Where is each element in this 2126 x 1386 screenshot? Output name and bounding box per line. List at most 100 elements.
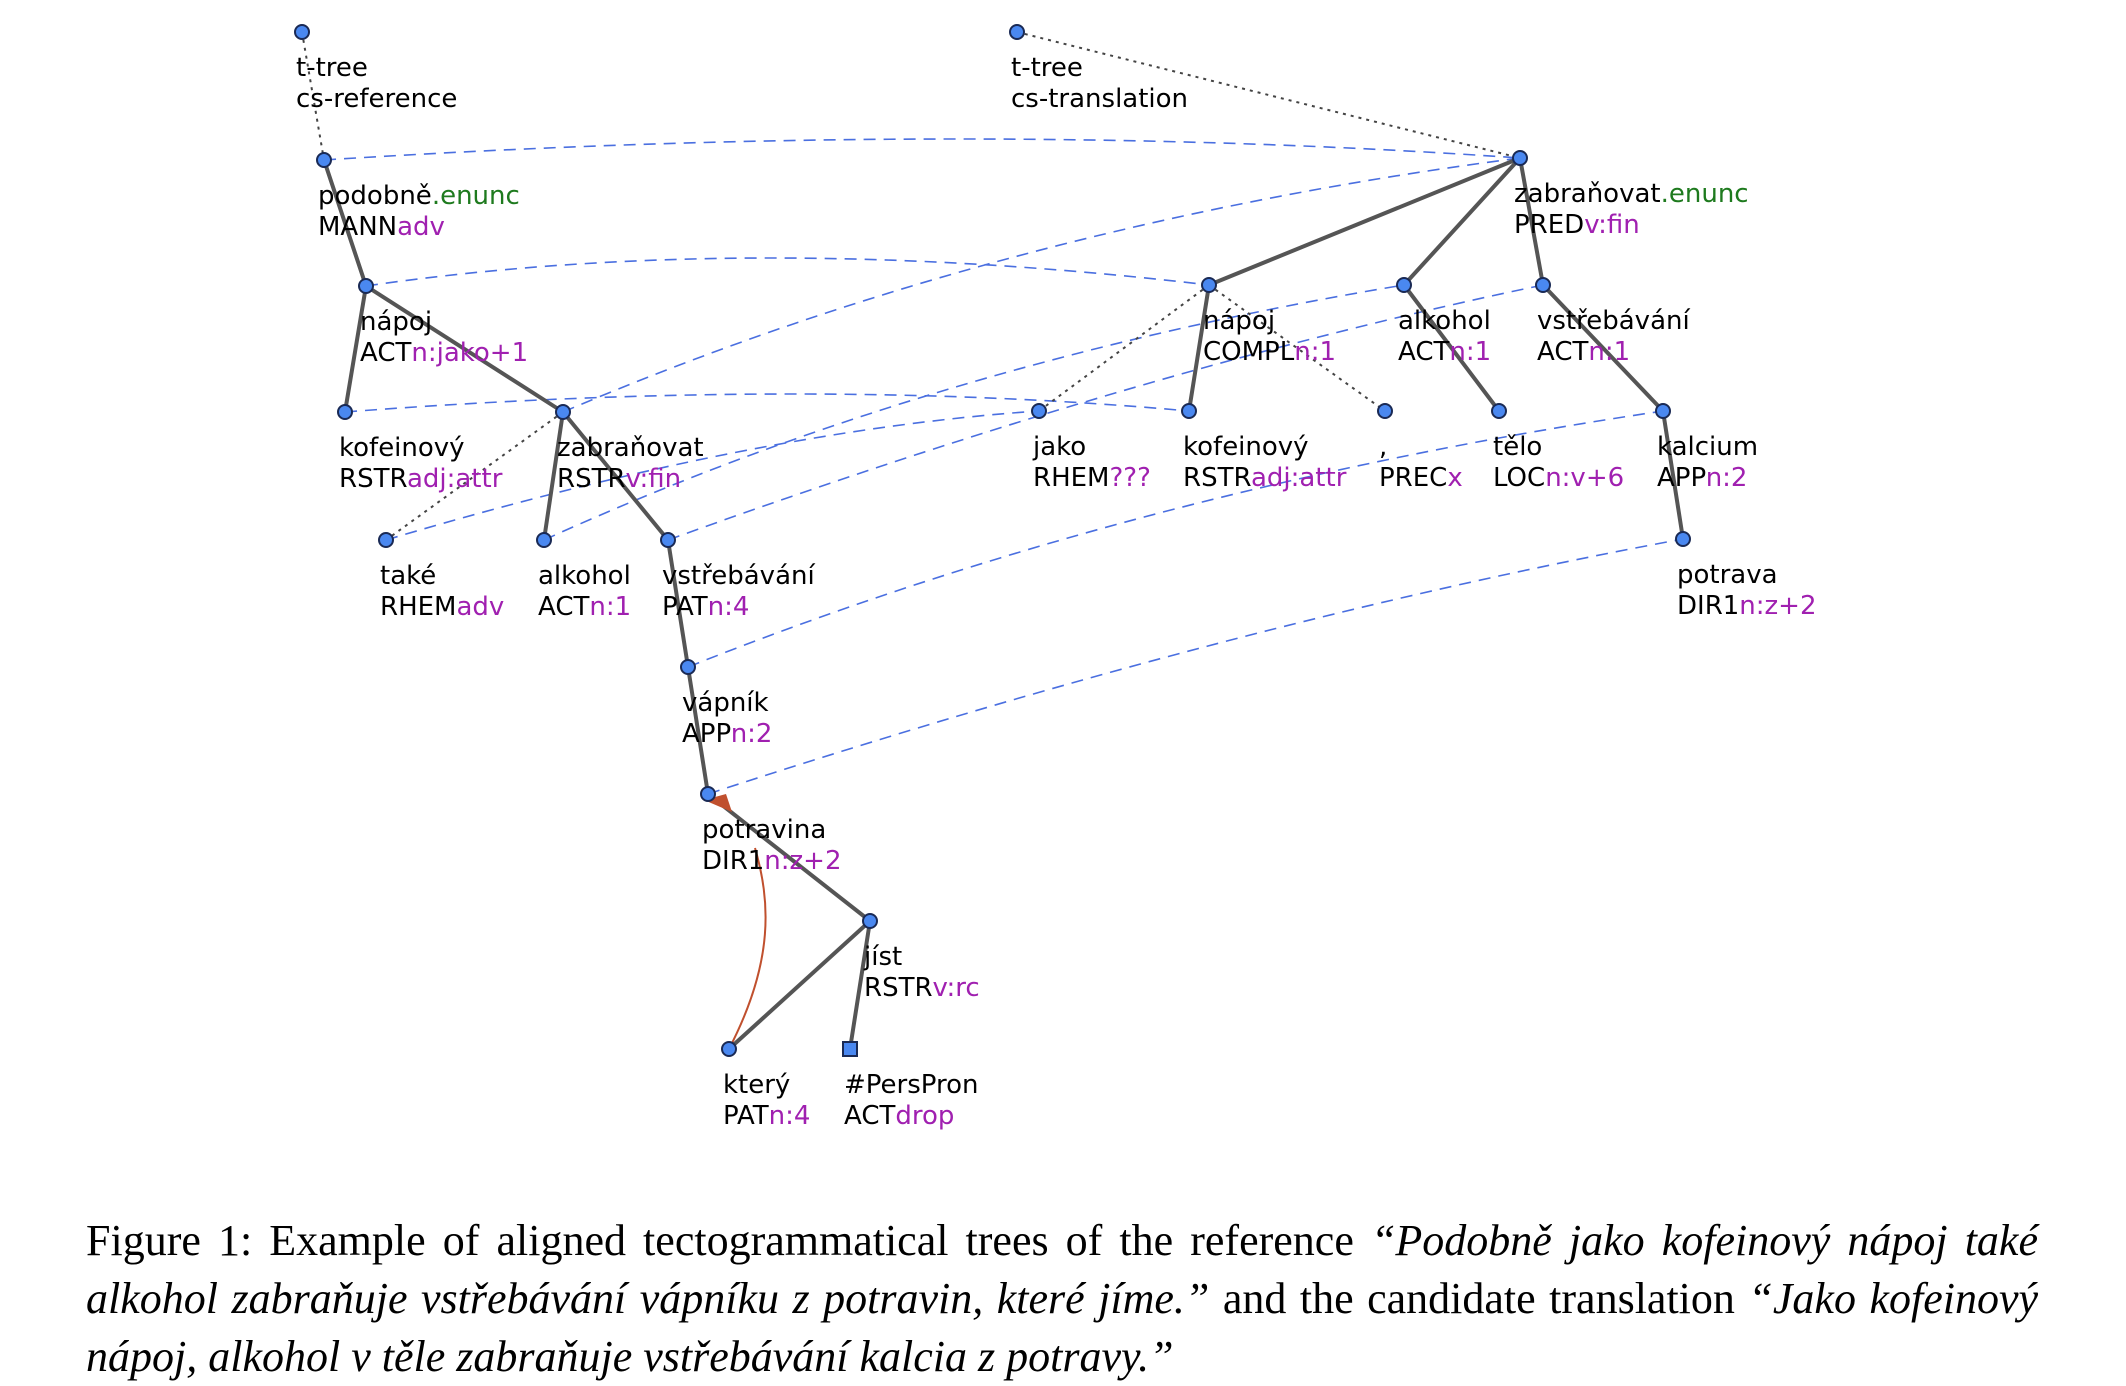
tree-edge-t_vstrebavani-t_kalcium xyxy=(1541,283,1665,413)
label-lemma-r_vstrebavani: vstřebávání xyxy=(662,561,815,591)
label-lemma-r_alkohol: alkohol xyxy=(538,561,631,591)
tree-edge-r_napoj-r_kofeinovy xyxy=(343,284,368,414)
label-lemma-t_napoj: nápoj xyxy=(1203,306,1275,336)
node-t_vstrebavani xyxy=(1535,277,1551,293)
label-functor-r_take: RHEMadv xyxy=(380,592,504,622)
tree-edge-r_potravina-r_jist xyxy=(706,792,872,923)
alignment-link-r_alkohol-t_alkohol xyxy=(543,284,1405,541)
label-lemma-t_kalcium: kalcium xyxy=(1657,432,1758,462)
node-trans_root xyxy=(1009,24,1025,40)
dotted-edge-t_napoj-t_jako xyxy=(1038,284,1210,412)
node-r_vapnik xyxy=(680,659,696,675)
alignment-links xyxy=(323,138,1684,795)
alignment-link-r_potravina-t_potrava xyxy=(707,538,1684,795)
alignment-link-r_zabranovat-t_zabranovat xyxy=(562,157,1521,413)
node-r_ktery xyxy=(721,1041,737,1057)
tree-edge-r_napoj-r_zabranovat xyxy=(364,284,565,414)
tree-edge-t_zabranovat-t_vstrebavani xyxy=(1518,156,1545,287)
node-t_zabranovat xyxy=(1512,150,1528,166)
label-lemma-t_alkohol: alkohol xyxy=(1398,306,1491,336)
node-t_kofeinovy xyxy=(1181,403,1197,419)
tree-edge-r_vapnik-r_potravina xyxy=(686,665,710,796)
label-functor-r_podobne: MANNadv xyxy=(318,212,445,242)
node-labels: t-treecs-referencet-treecs-translationpo… xyxy=(296,53,1817,1131)
node-r_napoj xyxy=(358,278,374,294)
tree-diagram: t-treecs-referencet-treecs-translationpo… xyxy=(294,24,1817,1131)
figure-caption: Figure 1: Example of aligned tectogramma… xyxy=(86,1212,2038,1386)
label-functor-t_zabranovat: PREDv:fin xyxy=(1514,210,1640,240)
node-r_kofeinovy xyxy=(337,404,353,420)
label-lemma-r_take: také xyxy=(380,561,436,591)
node-r_vstrebavani xyxy=(660,532,676,548)
alignment-link-r_vapnik-t_kalcium xyxy=(687,410,1664,668)
dotted-edge-trans_root-t_zabranovat xyxy=(1016,31,1521,159)
alignment-link-r_kofeinovy-t_kofeinovy xyxy=(344,393,1190,413)
label-functor-r_vstrebavani: PATn:4 xyxy=(662,592,749,622)
label-functor-r_zabranovat: RSTRv:fin xyxy=(557,464,681,494)
node-ref_root xyxy=(294,24,310,40)
label-lemma-r_napoj: nápoj xyxy=(360,307,432,337)
caption-candidate-sentence: “Jako kofeinový nápoj, alkohol v těle za… xyxy=(86,1274,2039,1381)
node-t_kalcium xyxy=(1655,403,1671,419)
tree-edge-r_vstrebavani-r_vapnik xyxy=(666,538,690,669)
label-functor-r_perspron: ACTdrop xyxy=(844,1101,954,1131)
node-r_take xyxy=(378,532,394,548)
label-lemma-t_potrava: potrava xyxy=(1677,560,1778,590)
label-lemma-r_kofeinovy: kofeinový xyxy=(339,433,465,463)
node-t_napoj xyxy=(1201,277,1217,293)
tree-edge-r_jist-r_ktery xyxy=(727,919,872,1051)
label-functor-t_alkohol: ACTn:1 xyxy=(1398,337,1491,367)
tree-edge-r_zabranovat-r_alkohol xyxy=(542,410,565,542)
node-t_telo xyxy=(1491,403,1507,419)
tree-nodes xyxy=(294,24,1691,1057)
caption-middle: and the candidate translation xyxy=(1222,1274,1735,1323)
label-functor-r_alkohol: ACTn:1 xyxy=(538,592,631,622)
label-lemma-t_jako: jako xyxy=(1032,432,1086,462)
tree-edge-t_zabranovat-t_napoj xyxy=(1207,156,1522,287)
label-lemma-t_vstrebavani: vstřebávání xyxy=(1537,306,1690,336)
tree-edge-t_kalcium-t_potrava xyxy=(1661,409,1685,541)
ref-root-label-1: t-tree xyxy=(296,53,368,83)
alignment-link-r_napoj-t_napoj xyxy=(365,257,1210,287)
node-r_jist xyxy=(862,913,878,929)
tree-edge-t_alkohol-t_telo xyxy=(1402,283,1501,413)
node-t_comma xyxy=(1377,403,1393,419)
node-r_potravina xyxy=(700,786,716,802)
trans-root-label-1: t-tree xyxy=(1011,53,1083,83)
node-t_potrava xyxy=(1675,531,1691,547)
caption-label: Figure 1: Example of aligned tectogramma… xyxy=(86,1216,1354,1265)
label-lemma-r_potravina: potravina xyxy=(702,815,826,845)
tree-edge-t_zabranovat-t_alkohol xyxy=(1402,156,1522,287)
tree-edge-r_jist-r_perspron xyxy=(848,919,872,1051)
tree-edge-t_napoj-t_kofeinovy xyxy=(1187,283,1211,413)
tree-edges xyxy=(301,31,1685,1051)
coreference-arc xyxy=(728,847,767,1050)
label-functor-r_jist: RSTRv:rc xyxy=(864,973,980,1003)
label-functor-t_comma: PRECx xyxy=(1379,463,1463,493)
label-functor-t_telo: LOCn:v+6 xyxy=(1493,463,1624,493)
label-lemma-r_podobne: podobně.enunc xyxy=(318,181,520,211)
label-functor-t_jako: RHEM??? xyxy=(1033,463,1151,493)
node-t_alkohol xyxy=(1396,277,1412,293)
label-lemma-r_ktery: který xyxy=(723,1070,790,1100)
tree-edge-r_podobne-r_napoj xyxy=(322,158,368,288)
label-lemma-t_comma: , xyxy=(1379,432,1387,462)
node-r_zabranovat xyxy=(555,404,571,420)
tree-edge-r_zabranovat-r_vstrebavani xyxy=(561,410,670,542)
node-t_jako xyxy=(1031,403,1047,419)
label-lemma-r_zabranovat: zabraňovat xyxy=(557,433,704,463)
node-r_perspron xyxy=(842,1041,858,1057)
label-functor-t_potrava: DIR1n:z+2 xyxy=(1677,591,1817,621)
label-lemma-t_telo: tělo xyxy=(1493,432,1542,462)
label-functor-t_vstrebavani: ACTn:1 xyxy=(1537,337,1630,367)
label-lemma-r_jist: jíst xyxy=(863,942,902,972)
trans-root-label-2: cs-translation xyxy=(1011,84,1188,114)
alignment-link-r_take-t_jako xyxy=(385,410,1040,541)
dotted-edge-ref_root-r_podobne xyxy=(301,31,325,161)
ref-root-label-2: cs-reference xyxy=(296,84,457,114)
label-functor-r_potravina: DIR1n:z+2 xyxy=(702,846,842,876)
caption-reference-sentence: “Podobně jako kofeinový nápoj také alkoh… xyxy=(86,1216,2038,1323)
label-functor-r_napoj: ACTn:jako+1 xyxy=(360,338,528,368)
label-lemma-t_kofeinovy: kofeinový xyxy=(1183,432,1309,462)
label-functor-t_kalcium: APPn:2 xyxy=(1657,463,1747,493)
